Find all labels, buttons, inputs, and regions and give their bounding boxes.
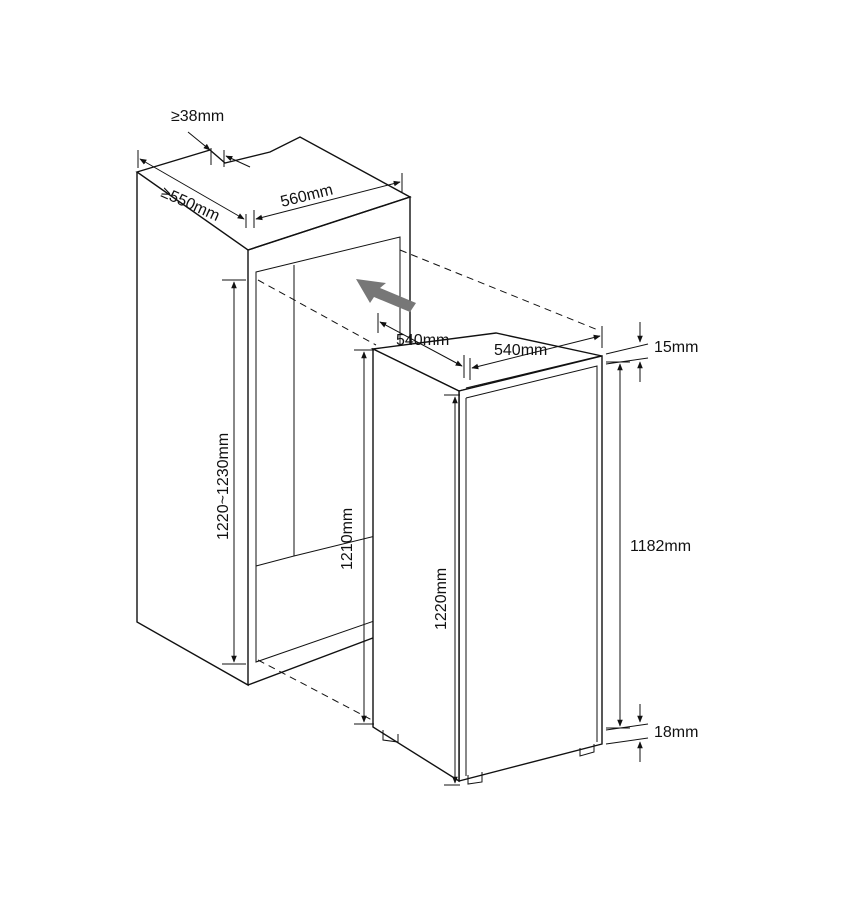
label-appliance-width: 540mm <box>494 342 547 359</box>
dimension-lines <box>137 131 649 786</box>
appliance-right-side <box>458 355 603 782</box>
appliance-foot-left <box>382 730 399 743</box>
dimension-labels: ≥38mm ≥550mm 560mm 1220~1230mm 1210mm 54… <box>158 108 698 741</box>
appliance-foot-front <box>467 772 483 785</box>
label-cabinet-height: 1220~1230mm <box>215 433 232 540</box>
appliance <box>370 332 603 785</box>
label-cabinet-depth: ≥550mm <box>158 184 222 225</box>
label-inner-height: 1210mm <box>339 508 356 570</box>
appliance-left-side <box>372 347 460 783</box>
cabinet-left-side <box>136 172 249 687</box>
label-cabinet-width: 560mm <box>279 181 335 210</box>
appliance-foot-right <box>579 744 595 757</box>
label-bottom-offset: 18mm <box>654 724 698 741</box>
label-appliance-total-height: 1220mm <box>433 568 450 630</box>
insertion-arrow-icon <box>356 279 416 312</box>
label-appliance-depth: 540mm <box>396 332 449 349</box>
label-appliance-body-height: 1182mm <box>630 538 691 555</box>
cabinet <box>135 136 412 687</box>
label-min-gap-top: ≥38mm <box>171 108 224 125</box>
label-top-offset: 15mm <box>654 339 698 356</box>
